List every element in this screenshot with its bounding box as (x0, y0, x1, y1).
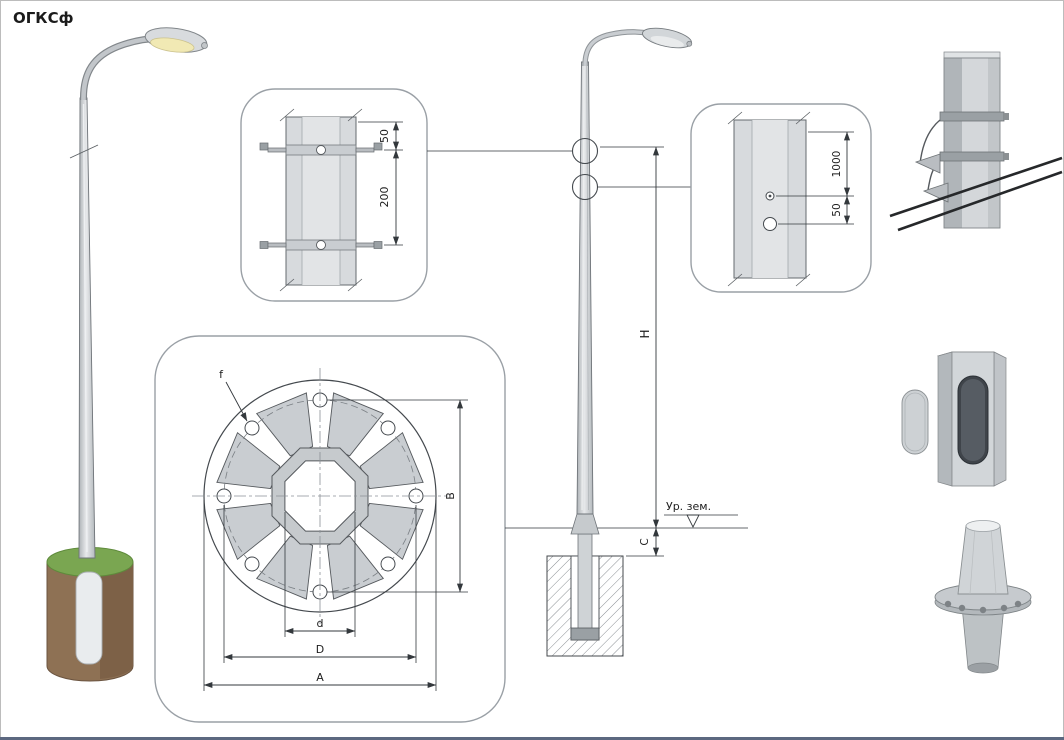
foundation-sleeve (75, 571, 103, 665)
flange-base-3d-render (934, 520, 1032, 674)
break-marks (727, 111, 811, 287)
dim-label-A: A (316, 671, 324, 684)
height-dimension: H (600, 146, 664, 529)
wedge-clamp (914, 153, 941, 174)
pole-column (943, 57, 1001, 229)
flange-bolts (944, 600, 1022, 614)
dim-label-d: d (317, 617, 324, 630)
wire (889, 156, 1063, 218)
dim-label-D: D (316, 643, 324, 656)
lamp-head (144, 27, 208, 53)
earth-bolt-center (768, 194, 772, 198)
dim-label-B: B (444, 492, 457, 500)
base-plug (570, 627, 600, 641)
embedded-pole (577, 533, 593, 631)
dim-label-spacing: 200 (378, 187, 391, 208)
suspension-link (919, 119, 941, 165)
facet-line (586, 65, 589, 511)
dim-label-H: H (638, 329, 652, 338)
facet-line (969, 526, 976, 595)
pole-break-mark (69, 144, 99, 159)
hole-leader (225, 381, 248, 422)
clamp-hole (316, 145, 326, 155)
door-3d-render (901, 351, 1007, 487)
band-bolt (1004, 153, 1009, 160)
door-panel (901, 389, 929, 455)
ground-label: Ур. зем. (666, 500, 711, 513)
dim-label-50: 50 (831, 203, 843, 216)
ground-level-mark: Ур. зем. (664, 500, 738, 529)
clamp-dimensions: 50 200 (358, 121, 403, 246)
break-marks (279, 108, 363, 292)
door-panel-edge (904, 392, 926, 452)
pole-3d-render (46, 27, 208, 682)
pole-facet-face (302, 117, 340, 285)
band-bolt (1004, 113, 1009, 120)
pole-highlight (581, 69, 585, 511)
dim-label-hole: f (219, 368, 224, 381)
band-clamp-lower (939, 151, 1005, 162)
lamp-lens (150, 37, 195, 53)
dim-label-C: C (639, 538, 651, 545)
foundation-cylinder (46, 547, 134, 682)
clamp-hole (316, 240, 326, 250)
dim-label-offset-top: 50 (378, 129, 391, 143)
detail-callout-circle-upper (571, 137, 599, 165)
flange-dimensions: f B d D A (203, 368, 468, 691)
pole-arm (582, 29, 651, 67)
embed-dimension: C (626, 527, 664, 557)
bottom-edge-strip (0, 737, 1064, 740)
earth-bolt-detail-callout: 1000 50 (690, 103, 872, 293)
pole-elevation: H C Ур. зем. (505, 27, 748, 657)
dim-label-1000: 1000 (831, 151, 843, 178)
level-triangle (686, 514, 700, 529)
base-cone (957, 525, 1009, 595)
flange-plan-detail: f B d D A (154, 335, 506, 723)
earth-bolt-dimensions: 1000 50 (776, 131, 854, 225)
cone-opening (965, 520, 1001, 532)
facet-line (990, 526, 997, 595)
lamp-head (642, 27, 693, 49)
clamp-detail-callout: 50 200 (240, 88, 573, 302)
clamp-assembly-lower (259, 239, 383, 251)
band-clamp-upper (939, 111, 1005, 122)
clamp-assembly-upper (259, 142, 383, 156)
wire (897, 170, 1063, 232)
foundation-section (546, 533, 624, 657)
door-opening-inner (961, 379, 985, 461)
product-title: ОГКСф (13, 9, 74, 27)
pole-highlight (82, 103, 88, 553)
wire-clamp-3d-render (889, 51, 1063, 232)
access-hole (763, 217, 777, 231)
